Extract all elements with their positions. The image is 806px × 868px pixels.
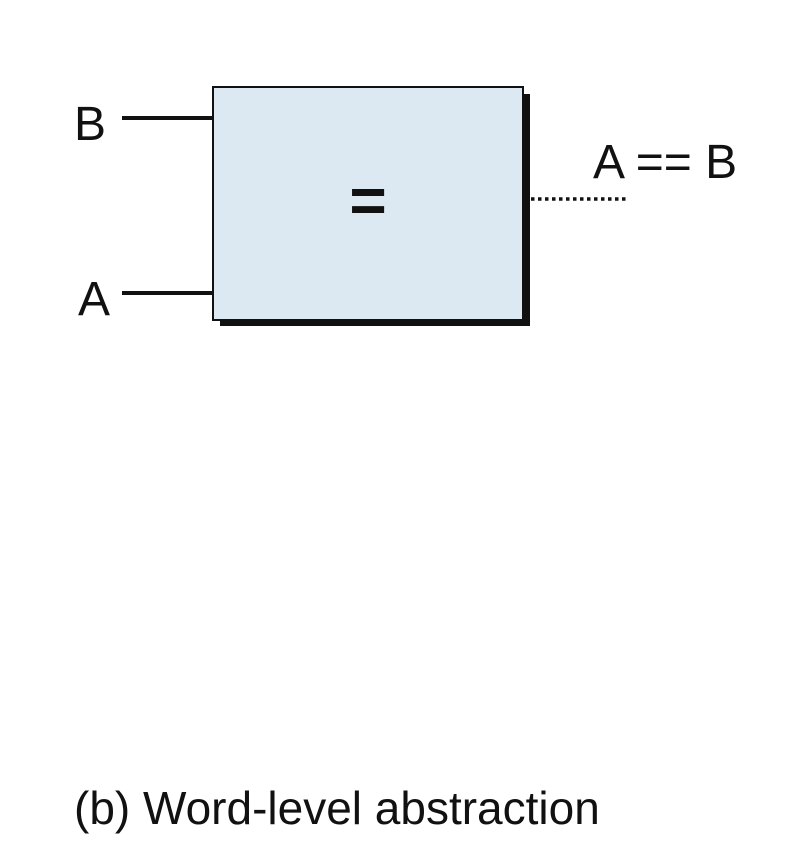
input-a-label: A (78, 273, 110, 326)
comparator-symbol: = (349, 164, 386, 236)
figure-caption: (b) Word-level abstraction (74, 782, 600, 834)
comparator-block (212, 86, 524, 321)
output-label: A == B (593, 136, 737, 189)
input-b-label: B (74, 98, 106, 151)
